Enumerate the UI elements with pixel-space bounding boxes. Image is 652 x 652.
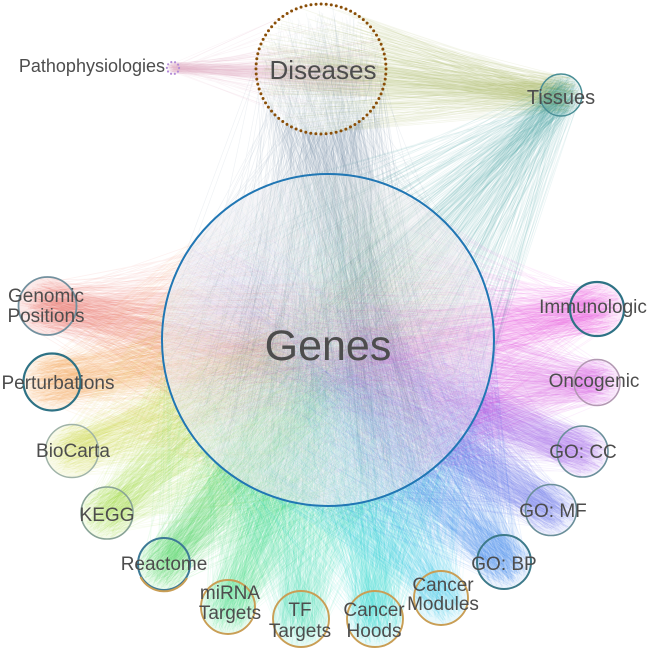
svg-text:Pathophysiologies: Pathophysiologies	[19, 56, 165, 76]
svg-text:Reactome: Reactome	[121, 554, 208, 575]
svg-text:Immunologic: Immunologic	[539, 297, 647, 318]
svg-text:Perturbations: Perturbations	[1, 373, 114, 394]
svg-text:GO: BP: GO: BP	[471, 554, 536, 575]
svg-text:TF: TF	[288, 600, 311, 621]
svg-text:Genomic: Genomic	[8, 286, 84, 307]
svg-text:Targets: Targets	[199, 603, 261, 624]
svg-text:Cancer: Cancer	[412, 575, 474, 596]
svg-text:GO: MF: GO: MF	[519, 501, 587, 522]
svg-text:GO: CC: GO: CC	[549, 442, 617, 463]
svg-text:BioCarta: BioCarta	[36, 441, 110, 462]
svg-text:Modules: Modules	[407, 594, 479, 615]
svg-text:miRNA: miRNA	[200, 583, 260, 604]
svg-text:Positions: Positions	[7, 306, 84, 327]
svg-text:Oncogenic: Oncogenic	[549, 371, 640, 392]
svg-text:Genes: Genes	[265, 322, 392, 370]
svg-text:KEGG: KEGG	[80, 505, 135, 526]
svg-text:Targets: Targets	[269, 621, 331, 642]
svg-text:Tissues: Tissues	[527, 87, 595, 109]
svg-text:Diseases: Diseases	[270, 55, 377, 85]
svg-text:Cancer: Cancer	[343, 600, 405, 621]
svg-text:Hoods: Hoods	[347, 621, 402, 642]
